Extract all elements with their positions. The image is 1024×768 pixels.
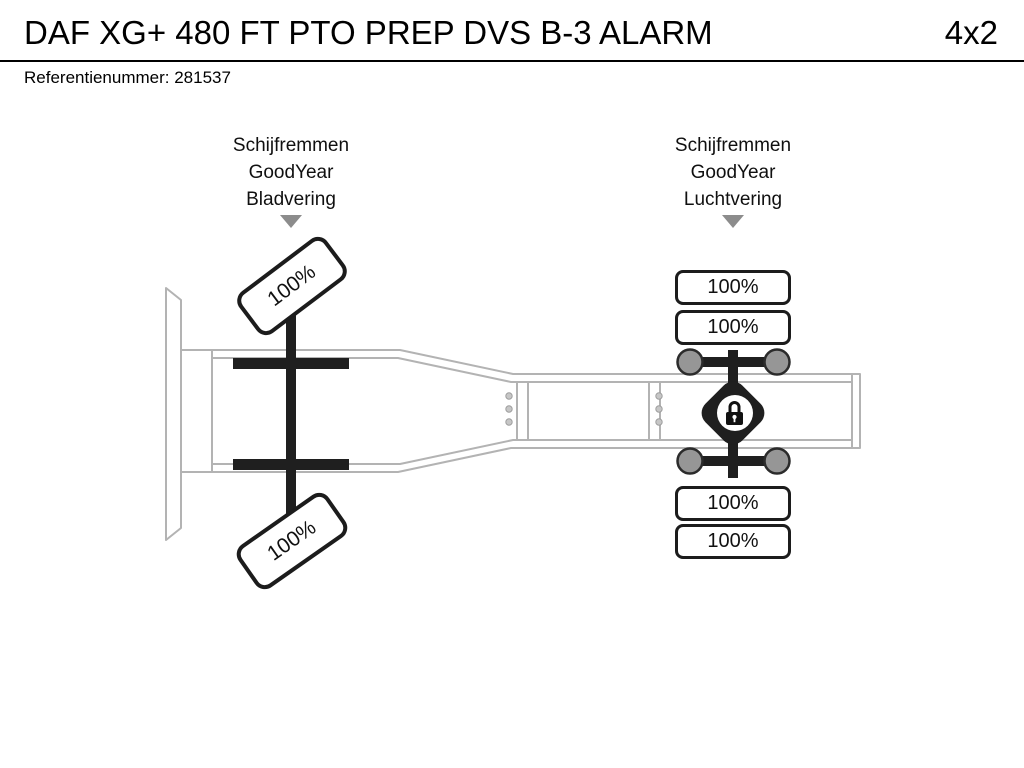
rear-axle-annotation: Schijfremmen GoodYear Luchtvering xyxy=(623,132,843,213)
page-title: DAF XG+ 480 FT PTO PREP DVS B-3 ALARM xyxy=(24,14,713,51)
front-leaf-spring-bottom xyxy=(233,459,349,470)
tire-condition-label: 100% xyxy=(707,316,759,338)
rear-brake-type-label: Schijfremmen xyxy=(674,135,792,156)
rear-wheel-top-inner: 100% xyxy=(675,310,791,345)
front-bracket xyxy=(180,349,213,473)
header-divider xyxy=(0,60,1024,62)
rear-suspension-type-label: Luchtvering xyxy=(683,189,783,210)
reference-number: Referentienummer: 281537 xyxy=(24,68,231,87)
front-leaf-spring-top xyxy=(233,358,349,369)
rear-wheel-bottom-outer: 100% xyxy=(675,524,791,559)
tire-condition-label: 100% xyxy=(707,530,759,552)
rear-axle-pointer-icon xyxy=(722,215,744,228)
front-brake-type-label: Schijfremmen xyxy=(232,135,350,156)
axle-config-label: 4x2 xyxy=(944,14,998,51)
front-tire-brand-label: GoodYear xyxy=(248,162,334,183)
front-axle-annotation: Schijfremmen GoodYear Bladvering xyxy=(181,132,401,213)
diff-lock-icon xyxy=(726,401,743,425)
air-suspension-hubs xyxy=(676,348,791,475)
tire-condition-label: 100% xyxy=(707,276,759,298)
mid-crossmember-left xyxy=(516,381,529,441)
rear-axle-assembly xyxy=(676,348,791,478)
front-axle-pointer-icon xyxy=(280,215,302,228)
front-end-plate xyxy=(165,287,182,541)
rear-crossmember xyxy=(851,373,861,449)
rear-wheel-bottom-inner: 100% xyxy=(675,486,791,521)
rear-wheel-top-outer: 100% xyxy=(675,270,791,305)
frame-rivets xyxy=(505,392,663,426)
front-axle-assembly xyxy=(233,287,349,541)
rear-tire-brand-label: GoodYear xyxy=(690,162,776,183)
tire-condition-label: 100% xyxy=(707,492,759,514)
front-axle-bar xyxy=(286,287,296,541)
front-suspension-type-label: Bladvering xyxy=(246,189,336,210)
rear-axle-beam-top xyxy=(684,357,781,367)
rear-axle-beam-bottom xyxy=(684,456,781,466)
